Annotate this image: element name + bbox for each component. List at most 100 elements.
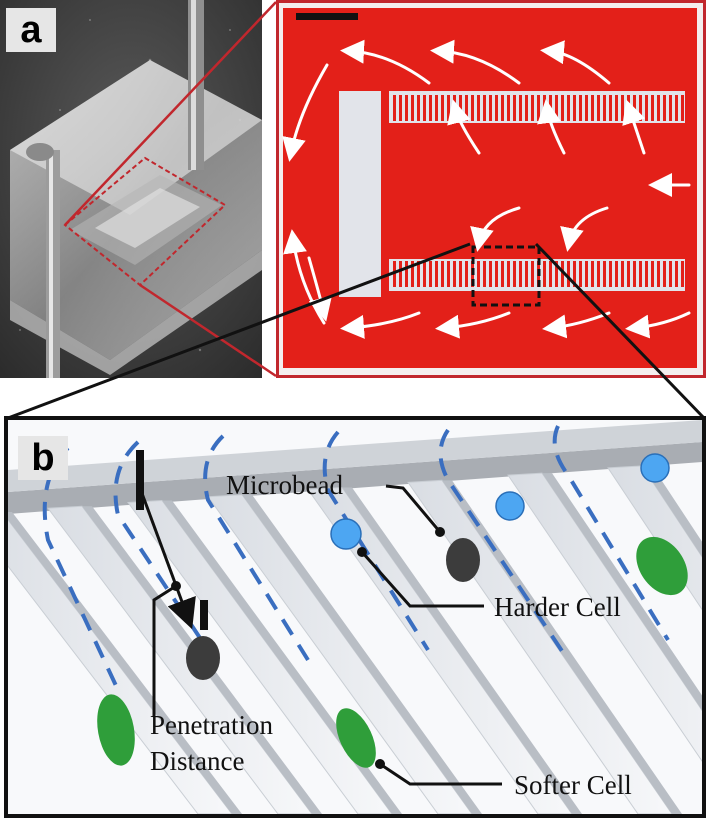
pillar-gap (405, 261, 408, 287)
pillar-array-schematic: b Microbead Harder Cell Penetration Dist… (4, 416, 706, 818)
pillar-gap (393, 95, 396, 121)
pillar-gap (483, 95, 486, 121)
pillar-gap (477, 261, 480, 287)
pillar-gap (513, 261, 516, 287)
pillar-gap (465, 95, 468, 121)
pillar-gap (411, 261, 414, 287)
pillar-gap (429, 261, 432, 287)
pillar-gap (669, 95, 672, 121)
pillar-gap (537, 95, 540, 121)
pillar-gap (429, 95, 432, 121)
pillar-gap (675, 95, 678, 121)
softer-cell-glyph-2 (336, 708, 376, 768)
pillar-side (342, 487, 582, 814)
pillar-gap (681, 95, 684, 121)
pillar-gap (495, 261, 498, 287)
pillar-gap (603, 95, 606, 121)
pillar-gap (507, 95, 510, 121)
pillar-gap (441, 261, 444, 287)
pillar-gap (567, 261, 570, 287)
pillar-gap (645, 261, 648, 287)
pillar-gap (507, 261, 510, 287)
pillar-gap (447, 95, 450, 121)
microbead-glyph-3 (640, 453, 670, 483)
pillar-gap (477, 95, 480, 121)
pillar-gap (525, 95, 528, 121)
pillar-gap (435, 95, 438, 121)
pillar-gap (405, 95, 408, 121)
pillar-gap (495, 95, 498, 121)
pillar-gap (579, 95, 582, 121)
pillar-gap (465, 261, 468, 287)
pillar-gap (603, 261, 606, 287)
pillar (207, 494, 473, 814)
pillar-gap (609, 261, 612, 287)
pillar-gap (489, 95, 492, 121)
pillar-gap (453, 261, 456, 287)
pillar-gap (423, 95, 426, 121)
microbead-glyph-1 (330, 518, 362, 550)
pillar-gap (573, 95, 576, 121)
pillar-gap (663, 95, 666, 121)
pillar-gap (663, 261, 666, 287)
pillar-gap (669, 261, 672, 287)
pillar-gap (591, 95, 594, 121)
pillar-gap (657, 261, 660, 287)
pillar-gap (633, 261, 636, 287)
harder-cell-label: Harder Cell (494, 592, 621, 622)
micrograph-illustration (279, 3, 703, 375)
pillar-gap (567, 95, 570, 121)
harder-cell-glyph-1 (186, 636, 220, 680)
pillar-gap (591, 261, 594, 287)
pillar-gap (501, 95, 504, 121)
pillar-gap (441, 95, 444, 121)
pillar-gap (615, 261, 618, 287)
panel-label-a: a (6, 8, 56, 52)
pillar-gap (651, 261, 654, 287)
pillar-gap (561, 261, 564, 287)
microbead-label: Microbead (226, 470, 343, 500)
pillar-gap (423, 261, 426, 287)
pillar-gap (615, 95, 618, 121)
pillar-gap (411, 95, 414, 121)
pillar-gap (573, 261, 576, 287)
pillar-gap (555, 95, 558, 121)
pillar-gap (549, 261, 552, 287)
device-photo: a (0, 0, 262, 378)
pillar-gap (585, 261, 588, 287)
softer-cell-glyph-1 (97, 694, 135, 766)
pillar-gap (639, 95, 642, 121)
pillar (127, 499, 393, 814)
pillar-gap (543, 261, 546, 287)
pillar-gap (585, 95, 588, 121)
pillar-gap (489, 261, 492, 287)
softer-cell-glyph-3 (636, 536, 688, 596)
device-photo-illustration (0, 0, 262, 378)
pillar-gap (639, 261, 642, 287)
pillar-gap (609, 95, 612, 121)
pillar-gap (621, 261, 624, 287)
pillar (507, 472, 702, 762)
pillar (307, 487, 573, 814)
pillar-gap (435, 261, 438, 287)
penetration-label-line1: Penetration (150, 710, 273, 740)
pillar-gap (459, 261, 462, 287)
pillar-side (8, 512, 242, 814)
pillar-gap (399, 261, 402, 287)
pillar-gap (513, 95, 516, 121)
pillar-gap (417, 261, 420, 287)
pillar-gap (393, 261, 396, 287)
pillar-gap (447, 261, 450, 287)
pillar-gap (621, 95, 624, 121)
pillar-gap (525, 261, 528, 287)
pillar-gap (675, 261, 678, 287)
pillar-gap (501, 261, 504, 287)
pillar (47, 505, 313, 814)
pillar-gap (651, 95, 654, 121)
pillar-gap (597, 95, 600, 121)
scale-bar-icon (296, 13, 358, 20)
pillar-gap (597, 261, 600, 287)
softer-cell-label: Softer Cell (514, 770, 632, 800)
schematic-illustration (8, 420, 702, 814)
pillar-gap (645, 95, 648, 121)
